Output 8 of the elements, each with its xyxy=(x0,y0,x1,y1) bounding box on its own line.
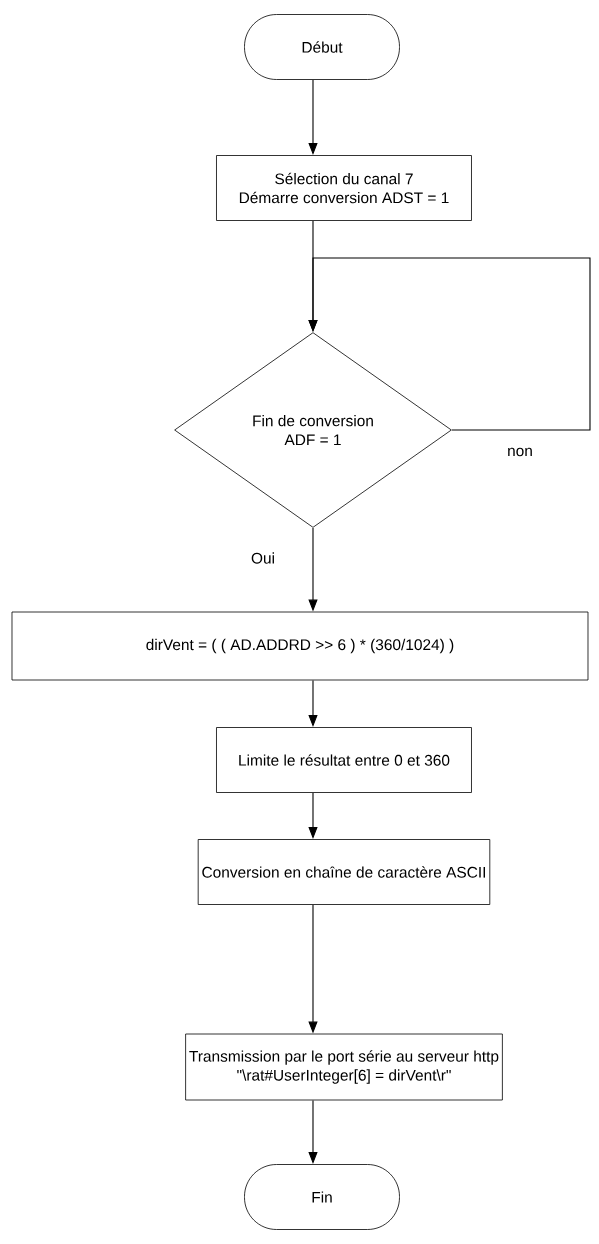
process-box: Conversion en chaîne de caractère ASCII xyxy=(197,839,491,905)
edge-label: Oui xyxy=(250,551,276,565)
process-box: Sélection du canal 7 Démarre conversion ADST = 1 xyxy=(216,155,472,221)
process-box: Limite le résultat entre 0 et 360 xyxy=(216,727,472,793)
process-box: Transmission par le port série au serveur http "\rat#UserInteger[6] = dirVent\r" xyxy=(185,1033,503,1101)
arrow xyxy=(308,257,591,431)
process-box: dirVent = ( ( AD.ADDRD >> 6 ) * (360/1024) ) xyxy=(11,611,589,681)
edge-label: non xyxy=(506,446,534,458)
